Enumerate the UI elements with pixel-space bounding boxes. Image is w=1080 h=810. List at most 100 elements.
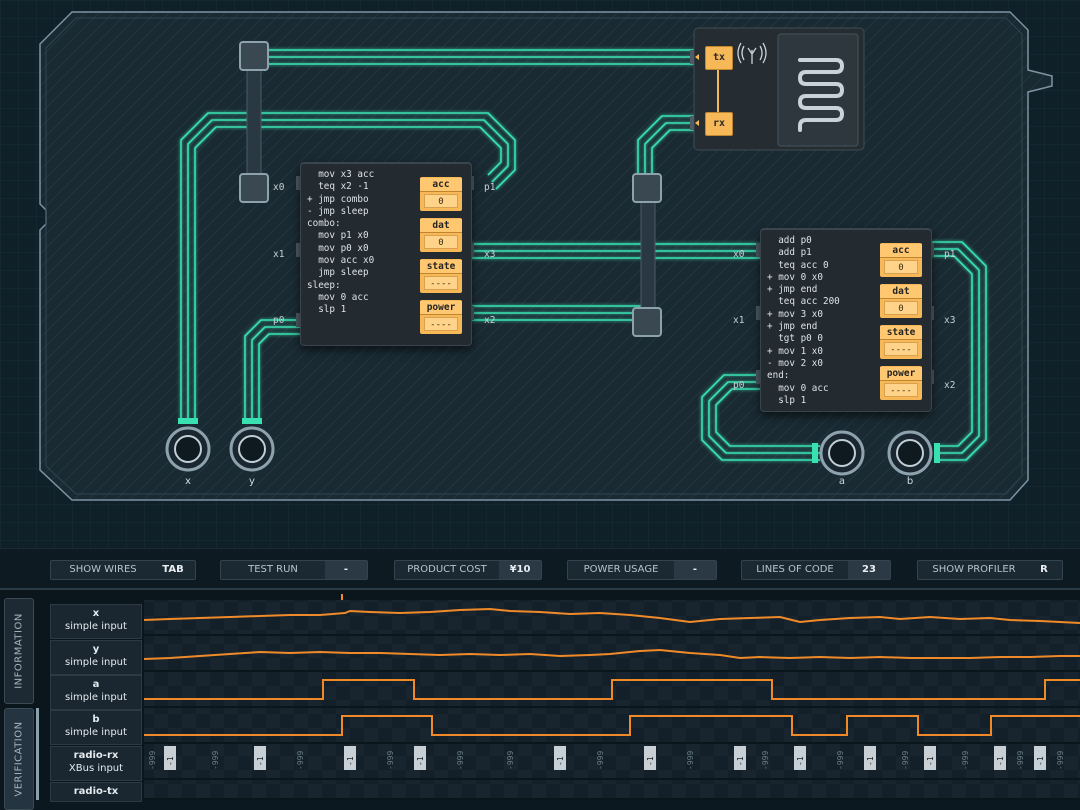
port-label-p1: p1 xyxy=(944,249,956,260)
wave-track-radio-tx xyxy=(144,780,1080,798)
rx-value: -1 xyxy=(996,756,1005,766)
port-label-x3: x3 xyxy=(944,315,956,326)
power-usage-label: POWER USAGE xyxy=(583,564,659,575)
code-line: teq acc 200 xyxy=(767,296,840,308)
power-usage-display: POWER USAGE - xyxy=(567,560,717,580)
register-state-right: state ---- xyxy=(880,325,922,359)
wave-track-radio-rx xyxy=(144,744,1080,778)
register-state-left: state ---- xyxy=(420,259,462,293)
rx-value: -1 xyxy=(926,756,935,766)
code-line: end: xyxy=(767,370,790,382)
rx-value-box xyxy=(644,746,656,770)
code-line: teq acc 0 xyxy=(767,259,829,271)
tab-verification[interactable]: VERIFICATION xyxy=(4,708,34,810)
show-wires-button[interactable]: SHOW WIRES TAB xyxy=(50,560,196,580)
signal-name: radio-tx xyxy=(73,786,119,797)
register-name: acc xyxy=(880,244,922,258)
radio-rx-port: rx xyxy=(705,112,733,136)
signal-label-a: a simple input xyxy=(50,675,142,710)
wire-top-tx xyxy=(254,49,695,65)
pin-y[interactable] xyxy=(229,418,275,472)
signal-type: simple input xyxy=(65,657,127,668)
port-label-p0: p0 xyxy=(273,315,285,326)
wire-b-pin xyxy=(930,241,987,461)
code-line: combo: xyxy=(307,218,341,230)
rx-value-box xyxy=(994,746,1006,770)
signal-label-y: y simple input xyxy=(50,640,142,675)
rx-value-box xyxy=(554,746,566,770)
show-wires-key: TAB xyxy=(162,564,184,575)
bridge-middle[interactable] xyxy=(632,173,662,337)
rx-value: -1 xyxy=(736,756,745,766)
pin-label-b: b xyxy=(906,476,914,487)
rx-value: -1 xyxy=(256,756,265,766)
lines-of-code-display: LINES OF CODE 23 xyxy=(741,560,891,580)
code-line: slp 1 xyxy=(307,304,347,316)
pin-a[interactable] xyxy=(812,430,865,476)
radio-module[interactable] xyxy=(693,27,865,151)
code-line: + jmp end xyxy=(767,284,818,296)
wire-y-pin xyxy=(244,319,300,420)
rx-value: -999 xyxy=(686,751,695,770)
port-label-x2: x2 xyxy=(484,315,496,326)
register-value: 0 xyxy=(884,260,918,274)
rx-value: -1 xyxy=(416,756,425,766)
bridge-left[interactable] xyxy=(239,41,269,203)
port-label-x1: x1 xyxy=(733,315,745,326)
rx-value: -1 xyxy=(1036,756,1045,766)
microcontroller-right[interactable]: add p0 add p1 teq acc 0+ mov 0 x0+ jmp e… xyxy=(760,228,932,412)
signal-type: XBus input xyxy=(68,763,124,774)
signal-type: simple input xyxy=(65,621,127,632)
test-run-value: - xyxy=(325,561,367,579)
code-editor-right[interactable]: add p0 add p1 teq acc 0+ mov 0 x0+ jmp e… xyxy=(767,235,840,407)
rx-value: -1 xyxy=(796,756,805,766)
tab-information[interactable]: INFORMATION xyxy=(4,598,34,704)
register-name: dat xyxy=(880,285,922,299)
port-label-p1: p1 xyxy=(484,182,496,193)
product-cost-label: PRODUCT COST xyxy=(407,564,487,575)
register-value: ---- xyxy=(424,317,458,331)
register-value: ---- xyxy=(884,342,918,356)
waveform-x xyxy=(143,607,1080,624)
rx-value: -999 xyxy=(1016,751,1025,770)
code-editor-left[interactable]: mov x3 acc teq x2 -1+ jmp combo- jmp sle… xyxy=(307,169,374,317)
code-line: mov acc x0 xyxy=(307,255,375,267)
rx-value: -999 xyxy=(506,751,515,770)
show-profiler-button[interactable]: SHOW PROFILER R xyxy=(917,560,1063,580)
rx-value: -999 xyxy=(901,751,910,770)
microcontroller-left[interactable]: mov x3 acc teq x2 -1+ jmp combo- jmp sle… xyxy=(300,162,472,346)
pin-b[interactable] xyxy=(887,430,940,476)
code-line: + jmp end xyxy=(767,321,818,333)
signal-name: b xyxy=(92,714,100,725)
rx-value: -999 xyxy=(836,751,845,770)
code-line: teq x2 -1 xyxy=(307,181,369,193)
code-line: slp 1 xyxy=(767,394,807,406)
waveform-display: -999 -1 -999 -1 -999 -1 -999 -1 -999 -999 -1 -999 -1… xyxy=(143,594,1080,798)
code-line: jmp sleep xyxy=(307,267,369,279)
register-value: ---- xyxy=(884,383,918,397)
active-tab-indicator xyxy=(36,708,39,800)
rx-value: -999 xyxy=(456,751,465,770)
waveform-a xyxy=(144,679,1080,700)
circuit-board-area: mov x3 acc teq x2 -1+ jmp combo- jmp sle… xyxy=(0,0,1080,548)
rx-value-box xyxy=(864,746,876,770)
code-line: add p1 xyxy=(767,247,812,259)
signal-name: a xyxy=(92,679,100,690)
register-name: state xyxy=(880,326,922,340)
code-line: add p0 xyxy=(767,235,812,246)
signal-name: x xyxy=(92,608,100,619)
pin-x[interactable] xyxy=(165,418,211,472)
register-acc-left: acc 0 xyxy=(420,177,462,211)
signal-name: y xyxy=(92,644,100,655)
radio-rx-values: -999 -1 -999 -1 -999 -1 -999 -1 -999 -999 -1 -999 -1… xyxy=(148,746,1065,770)
port-label-x1: x1 xyxy=(273,249,285,260)
power-usage-value: - xyxy=(674,561,716,579)
show-profiler-key: R xyxy=(1040,564,1048,575)
pin-label-x: x xyxy=(185,476,191,487)
port-label-x3: x3 xyxy=(484,249,496,260)
code-line: sleep: xyxy=(307,279,341,291)
toolbar: SHOW WIRES TAB TEST RUN - PRODUCT COST ¥… xyxy=(0,548,1080,589)
rx-value-box xyxy=(794,746,806,770)
rx-value: -999 xyxy=(761,751,770,770)
register-dat-left: dat 0 xyxy=(420,218,462,252)
